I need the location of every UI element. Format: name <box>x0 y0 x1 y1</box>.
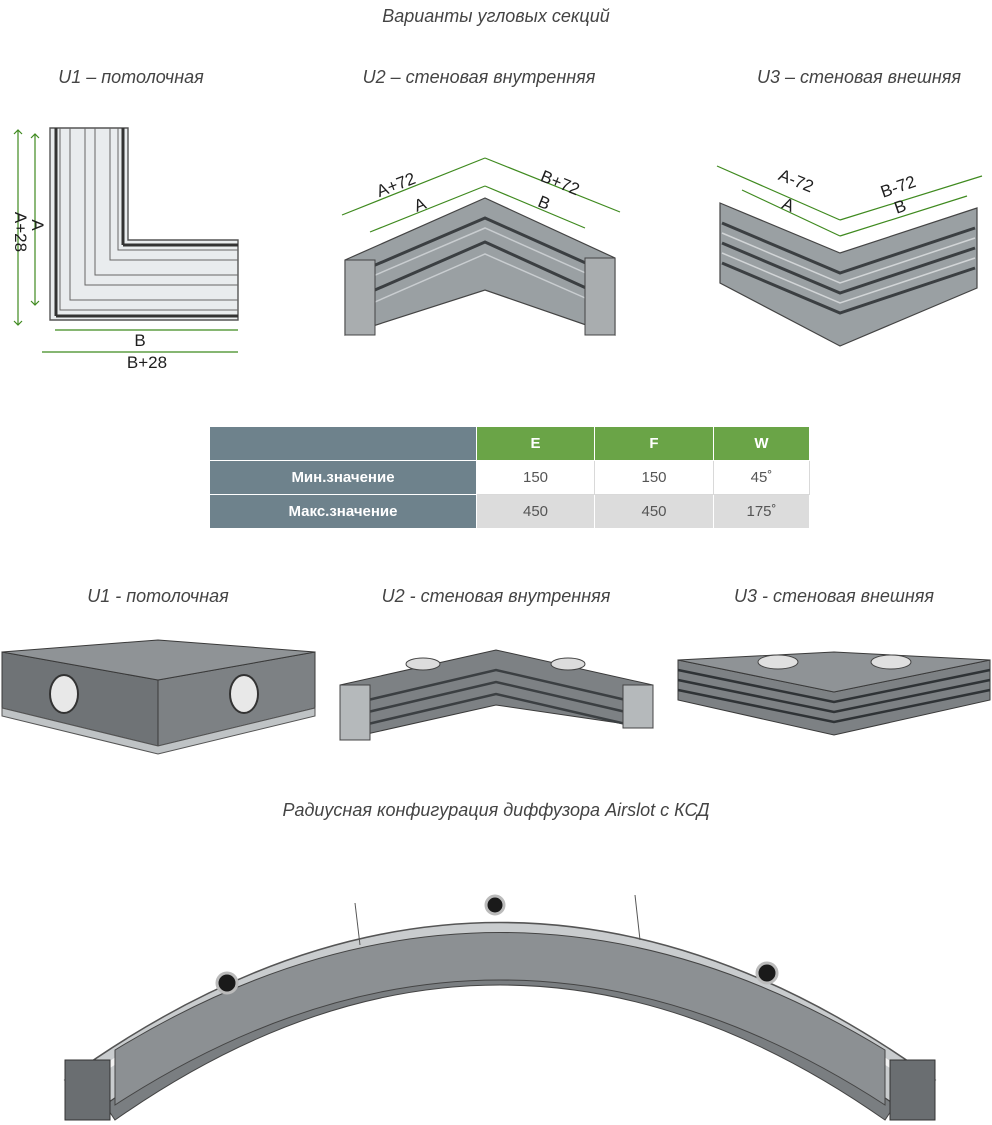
u1-dim-a-plus: A+28 <box>11 212 30 252</box>
radial-diffuser-image <box>63 894 937 1121</box>
u2-plenum-image <box>339 649 654 741</box>
table-header-e: E <box>476 426 595 461</box>
u1-dim-a: A <box>28 219 47 231</box>
cell-max-e: 450 <box>476 494 595 529</box>
u2-dim-b: B <box>535 192 553 214</box>
caption-u2-bottom: U2 - стеновая внутренняя <box>381 586 611 606</box>
caption-u3-bottom: U3 - стеновая внешняя <box>734 586 934 606</box>
row-label-max: Макс.значение <box>209 494 477 529</box>
cell-min-e: 150 <box>476 460 595 495</box>
cell-min-w: 45˚ <box>713 460 810 495</box>
cell-min-f: 150 <box>594 460 714 495</box>
u2-corner-drawing: A+72 A B+72 B <box>341 157 621 336</box>
u3-dim-a: A <box>779 194 797 216</box>
table-row: Макс.значение 450 450 175˚ <box>209 494 810 529</box>
u1-dim-b-plus: B+28 <box>127 353 167 372</box>
row-label-min: Мин.значение <box>209 460 477 495</box>
radial-caption: Радиусная конфигурация диффузора Airslot… <box>282 800 710 820</box>
u1-plenum-image <box>1 639 316 755</box>
cell-max-f: 450 <box>594 494 714 529</box>
table-header-f: F <box>594 426 714 461</box>
table-header-blank <box>209 426 477 461</box>
caption-u3-top: U3 – стеновая внешняя <box>757 67 961 87</box>
spec-table: E F W Мин.значение 150 150 45˚ Макс.знач… <box>209 426 810 529</box>
u3-dim-a-minus: A-72 <box>776 165 816 196</box>
page-title: Варианты угловых секций <box>382 6 610 26</box>
caption-u1-bottom: U1 - потолочная <box>87 586 229 606</box>
u2-dim-a-plus: A+72 <box>374 169 418 201</box>
cell-max-w: 175˚ <box>713 494 810 529</box>
table-row: Мин.значение 150 150 45˚ <box>209 460 810 495</box>
table-header-row: E F W <box>209 426 810 461</box>
table-header-w: W <box>713 426 810 461</box>
u1-dim-b: B <box>134 331 145 350</box>
u1-corner-drawing: A+28 A B B+28 <box>11 127 239 372</box>
u2-dim-a: A <box>411 194 429 216</box>
u3-corner-drawing: A-72 A B-72 B <box>716 165 983 347</box>
u3-plenum-image <box>677 651 991 736</box>
caption-u1-top: U1 – потолочная <box>58 67 204 87</box>
caption-u2-top: U2 – стеновая внутренняя <box>362 67 596 87</box>
